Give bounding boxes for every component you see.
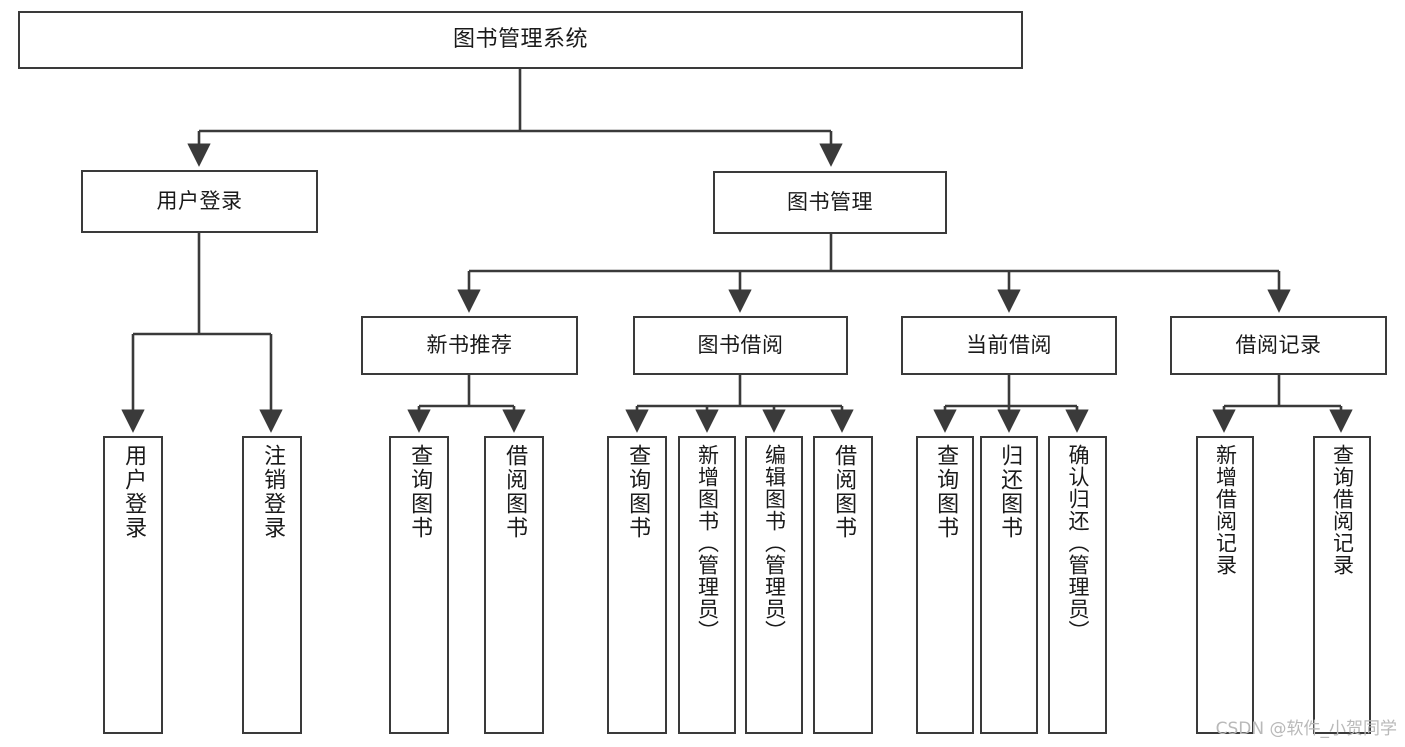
node-leaf-user-login[interactable]: 用户登录: [103, 436, 163, 734]
node-borrow-record-label: 借阅记录: [1235, 332, 1322, 357]
node-current-borrow[interactable]: 当前借阅: [901, 316, 1117, 375]
node-book-management[interactable]: 图书管理: [713, 171, 947, 234]
node-leaf-query-book-3[interactable]: 查询图书: [916, 436, 974, 734]
node-leaf-return-book-label: 归还图书: [997, 444, 1023, 540]
node-root[interactable]: 图书管理系统: [18, 11, 1023, 69]
node-leaf-borrow-book-1-label: 借阅图书: [502, 444, 528, 540]
node-leaf-query-book-2-label: 查询图书: [625, 444, 651, 540]
node-leaf-user-logout[interactable]: 注销登录: [242, 436, 302, 734]
node-borrow-record[interactable]: 借阅记录: [1170, 316, 1387, 375]
node-book-borrow-label: 图书借阅: [697, 332, 784, 357]
node-user-login-label: 用户登录: [156, 188, 243, 213]
node-leaf-add-record[interactable]: 新增借阅记录: [1196, 436, 1254, 734]
node-leaf-add-book[interactable]: 新增图书（管理员）: [678, 436, 736, 734]
node-leaf-user-logout-label: 注销登录: [260, 444, 286, 540]
node-new-book-recommend[interactable]: 新书推荐: [361, 316, 578, 375]
node-leaf-edit-book-label: 编辑图书（管理员）: [762, 444, 787, 642]
node-book-management-label: 图书管理: [787, 189, 873, 214]
node-leaf-query-record-label: 查询借阅记录: [1330, 444, 1355, 576]
node-leaf-borrow-book-2-label: 借阅图书: [831, 444, 857, 540]
node-leaf-borrow-book-1[interactable]: 借阅图书: [484, 436, 544, 734]
node-user-login[interactable]: 用户登录: [81, 170, 318, 233]
node-leaf-add-record-label: 新增借阅记录: [1213, 444, 1238, 576]
node-book-borrow[interactable]: 图书借阅: [633, 316, 848, 375]
watermark: CSDN @软件_小贺同学: [1215, 719, 1397, 739]
node-current-borrow-label: 当前借阅: [966, 332, 1052, 357]
node-leaf-confirm-return[interactable]: 确认归还（管理员）: [1048, 436, 1107, 734]
node-leaf-query-book-3-label: 查询图书: [933, 444, 959, 540]
node-leaf-user-login-label: 用户登录: [121, 444, 147, 540]
node-new-book-recommend-label: 新书推荐: [426, 332, 513, 357]
node-leaf-query-book-1-label: 查询图书: [407, 444, 433, 540]
node-leaf-add-book-label: 新增图书（管理员）: [695, 444, 720, 642]
node-leaf-query-book-1[interactable]: 查询图书: [389, 436, 449, 734]
node-root-label: 图书管理系统: [452, 26, 588, 52]
node-leaf-confirm-return-label: 确认归还（管理员）: [1065, 444, 1090, 642]
node-leaf-edit-book[interactable]: 编辑图书（管理员）: [745, 436, 803, 734]
node-leaf-query-record[interactable]: 查询借阅记录: [1313, 436, 1371, 734]
node-leaf-borrow-book-2[interactable]: 借阅图书: [813, 436, 873, 734]
node-leaf-query-book-2[interactable]: 查询图书: [607, 436, 667, 734]
node-leaf-return-book[interactable]: 归还图书: [980, 436, 1038, 734]
